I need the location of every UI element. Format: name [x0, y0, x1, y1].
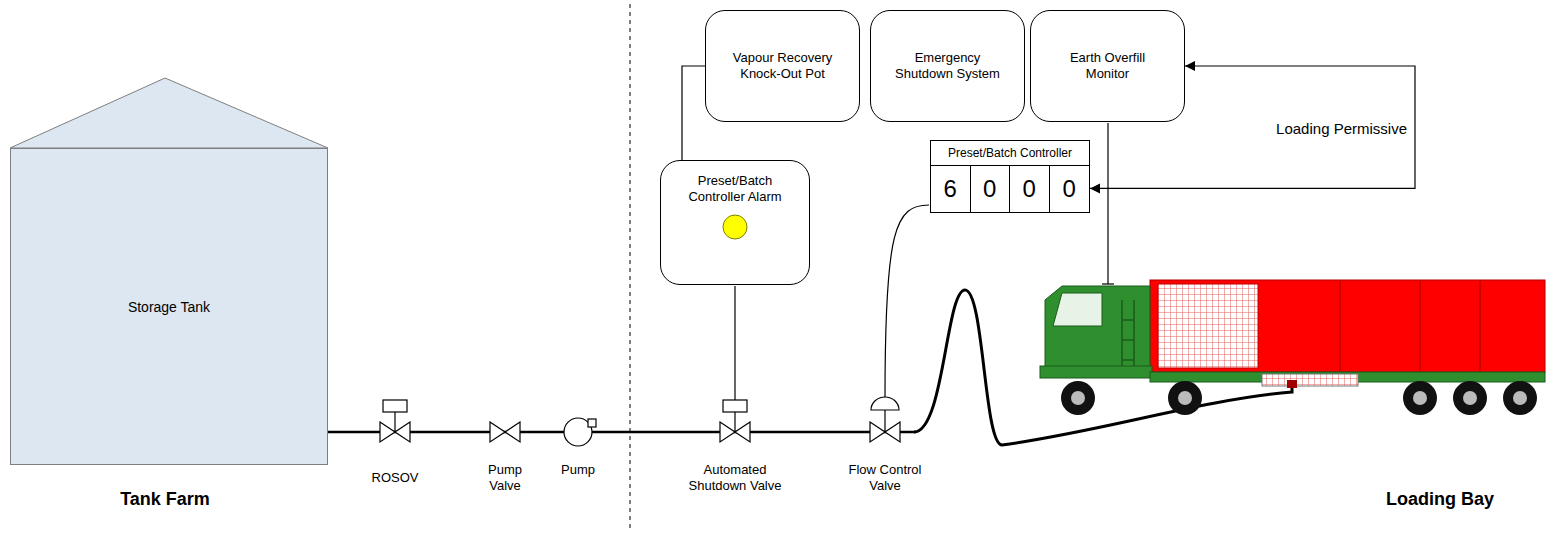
controller-title: Preset/Batch Controller: [931, 141, 1089, 166]
connector: [682, 66, 705, 160]
flow-control-valve: [870, 205, 929, 442]
node-text: Preset/Batch Controller Alarm: [685, 173, 785, 206]
display-digit: 0: [1050, 166, 1089, 212]
node-text: Emergency Shutdown System: [888, 50, 1008, 83]
alarm-box: Preset/Batch Controller Alarm: [660, 160, 810, 285]
pipeline: [328, 431, 916, 434]
part-label: Automated Shutdown Valve: [679, 462, 791, 495]
area-divider: [630, 4, 631, 532]
node-text: Vapour Recovery Knock-Out Pot: [723, 50, 843, 83]
tanker-truck: [1040, 280, 1545, 415]
edge-label: Loading Permissive: [1255, 120, 1407, 139]
pump-valve: [490, 422, 520, 442]
shutdown-valve: [720, 286, 750, 442]
part-label: Pump Valve: [479, 462, 531, 495]
rosov-valve: [380, 400, 410, 442]
process-box: Emergency Shutdown System: [870, 10, 1025, 122]
part-label: ROSOV: [355, 470, 435, 486]
process-box: Earth Overfill Monitor: [1030, 10, 1185, 122]
arrowhead: [1185, 61, 1195, 71]
area-label: Loading Bay: [1360, 488, 1520, 511]
part-label: Pump: [548, 462, 608, 478]
batch-controller: Preset/Batch Controller6000: [930, 140, 1090, 213]
display-digit: 0: [971, 166, 1011, 212]
storage-tank: Storage Tank: [10, 148, 328, 465]
node-text: Storage Tank: [128, 299, 210, 315]
display-digit: 0: [1010, 166, 1050, 212]
part-label: Flow Control Valve: [837, 462, 933, 495]
display-digit: 6: [931, 166, 971, 212]
tank-roof: [10, 78, 328, 148]
arrowhead: [1090, 183, 1100, 193]
area-label: Tank Farm: [85, 488, 245, 511]
pump-symbol: [564, 418, 596, 446]
earth-line: [1102, 123, 1114, 284]
node-text: Earth Overfill Monitor: [1048, 50, 1168, 83]
digit-row: 6000: [931, 166, 1089, 212]
process-box: Vapour Recovery Knock-Out Pot: [705, 10, 860, 122]
alarm-lamp: [720, 212, 750, 242]
